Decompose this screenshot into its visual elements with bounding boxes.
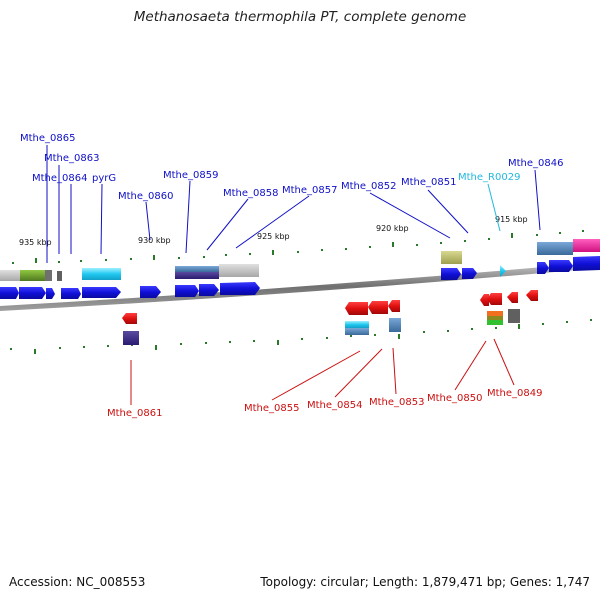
minus-cds-arrow bbox=[122, 313, 137, 324]
feature-box bbox=[82, 268, 121, 280]
tick-row-lower bbox=[10, 319, 592, 354]
scale-label-930: 930 kbp bbox=[138, 236, 171, 245]
plus-cds-arrow bbox=[537, 262, 549, 274]
minus-cds-arrow bbox=[345, 302, 368, 315]
scale-label-915: 915 kbp bbox=[495, 215, 528, 224]
feature-box bbox=[175, 272, 219, 279]
feature-box bbox=[487, 320, 503, 325]
gene-label-mthe-0859[interactable]: Mthe_0859 bbox=[163, 170, 219, 181]
gene-label-mthe-0857[interactable]: Mthe_0857 bbox=[282, 185, 338, 196]
plus-cds-arrow bbox=[65, 288, 81, 299]
rna-leader-line bbox=[487, 183, 501, 232]
feature-box bbox=[345, 321, 369, 328]
minus-cds-arrow bbox=[368, 301, 388, 314]
gene-label-mthe-0850[interactable]: Mthe_0850 bbox=[427, 393, 483, 404]
feature-box bbox=[508, 309, 520, 323]
feature-box bbox=[0, 270, 20, 281]
feature-box bbox=[20, 270, 45, 281]
plus-cds-arrow bbox=[549, 260, 573, 272]
feature-box bbox=[487, 316, 503, 320]
feature-box bbox=[219, 264, 259, 277]
gene-label-mthe-0863[interactable]: Mthe_0863 bbox=[44, 153, 100, 164]
minus-leader-lines bbox=[130, 338, 515, 405]
map-title: Methanosaeta thermophila PT, complete ge… bbox=[133, 9, 467, 25]
plus-leader-lines bbox=[46, 145, 541, 263]
minus-cds-arrow bbox=[480, 294, 489, 306]
feature-box bbox=[175, 266, 219, 272]
gene-label-mthe-0846[interactable]: Mthe_0846 bbox=[508, 158, 564, 169]
plus-cds-arrow bbox=[46, 288, 55, 299]
gene-label-mthe-0855[interactable]: Mthe_0855 bbox=[244, 403, 300, 414]
plus-cds-arrow bbox=[0, 287, 19, 299]
scale-label-935: 935 kbp bbox=[19, 238, 52, 247]
gene-label-mthe-r0029[interactable]: Mthe_R0029 bbox=[458, 172, 520, 183]
plus-strand-features bbox=[0, 239, 600, 281]
feature-box bbox=[345, 328, 369, 335]
feature-box bbox=[537, 242, 573, 255]
gene-label-mthe-0851[interactable]: Mthe_0851 bbox=[401, 177, 457, 188]
plus-cds-arrow bbox=[19, 287, 46, 299]
gene-label-mthe-0853[interactable]: Mthe_0853 bbox=[369, 397, 425, 408]
feature-box bbox=[57, 271, 62, 281]
feature-box bbox=[389, 318, 401, 332]
gene-label-mthe-0860[interactable]: Mthe_0860 bbox=[118, 191, 174, 202]
gene-label-mthe-0852[interactable]: Mthe_0852 bbox=[341, 181, 397, 192]
plus-cds-arrow bbox=[441, 268, 461, 280]
gene-label-mthe-0858[interactable]: Mthe_0858 bbox=[223, 188, 279, 199]
plus-cds-arrow bbox=[199, 284, 219, 296]
gene-label-mthe-0864[interactable]: Mthe_0864 bbox=[32, 173, 88, 184]
minus-strand-features bbox=[123, 309, 520, 345]
gene-label-mthe-0849[interactable]: Mthe_0849 bbox=[487, 388, 543, 399]
feature-box bbox=[441, 251, 462, 264]
feature-box bbox=[573, 239, 600, 252]
plus-cds-arrow bbox=[140, 286, 161, 298]
gene-label-mthe-0854[interactable]: Mthe_0854 bbox=[307, 400, 363, 411]
gene-label-mthe-0865[interactable]: Mthe_0865 bbox=[20, 133, 76, 144]
scale-label-925: 925 kbp bbox=[257, 232, 290, 241]
plus-cds-arrow bbox=[175, 285, 199, 297]
minus-cds-arrow bbox=[526, 290, 538, 301]
feature-box bbox=[123, 331, 139, 345]
tick-row-upper bbox=[12, 230, 584, 264]
accession-text: Accession: NC_008553 bbox=[9, 575, 146, 589]
rna-gene-arrow bbox=[500, 265, 506, 277]
plus-cds-arrow bbox=[220, 282, 260, 295]
feature-box bbox=[45, 270, 52, 281]
gene-label-pyrg[interactable]: pyrG bbox=[92, 173, 116, 184]
minus-cds-arrow bbox=[487, 293, 502, 305]
topology-text: Topology: circular; Length: 1,879,471 bp… bbox=[260, 575, 590, 589]
gene-label-mthe-0861[interactable]: Mthe_0861 bbox=[107, 408, 163, 419]
plus-strand-cds bbox=[0, 256, 600, 299]
plus-cds-arrow bbox=[462, 268, 477, 279]
feature-box bbox=[487, 311, 503, 316]
plus-cds-arrow bbox=[573, 256, 600, 271]
genome-backbone bbox=[0, 262, 600, 311]
minus-strand-cds bbox=[122, 290, 538, 324]
minus-cds-arrow bbox=[507, 292, 518, 303]
minus-cds-arrow bbox=[388, 300, 400, 312]
plus-cds-arrow bbox=[82, 287, 121, 298]
scale-label-920: 920 kbp bbox=[376, 224, 409, 233]
